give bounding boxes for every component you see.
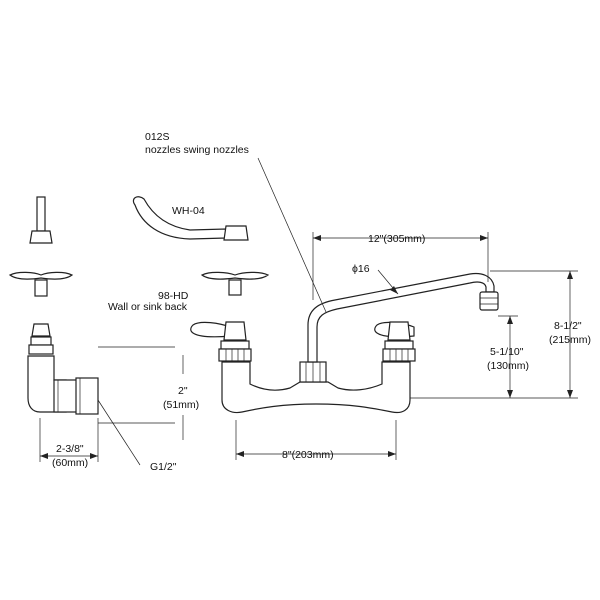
nozzle-desc-label: nozzles swing nozzles — [145, 144, 249, 156]
nozzle-code-label: 012S — [145, 131, 170, 143]
spout-diameter-label: ϕ16 — [352, 263, 370, 275]
depth-in-label: 2-3/8" — [56, 443, 84, 455]
wrist-blade-handle-part — [132, 196, 227, 240]
handle-parts — [132, 196, 270, 296]
spout-height-mm-label: (130mm) — [487, 360, 529, 372]
height-in-label: 8-1/2" — [554, 320, 582, 332]
wrist-blade-part — [29, 196, 53, 244]
cross-handle-part — [8, 271, 74, 297]
cross-handle-middle-part — [200, 271, 270, 296]
wrist-handle-label: WH-04 — [172, 205, 205, 217]
handle-code-label: 98-HD — [158, 290, 189, 302]
inlet-mm-label: (51mm) — [163, 399, 199, 411]
centers-label: 8"(203mm) — [282, 449, 334, 461]
depth-mm-label: (60mm) — [52, 457, 88, 469]
left-valve — [218, 321, 252, 362]
faucet-body — [221, 361, 411, 414]
left-lever-handle — [190, 321, 231, 338]
mount-desc-label: Wall or sink back — [108, 301, 188, 313]
faucet-body-side — [27, 355, 99, 415]
faucet-front-view — [190, 157, 578, 460]
nozzle — [479, 291, 499, 311]
spout-reach-label: 12"(305mm) — [368, 233, 425, 245]
inlet-in-label: 2" — [178, 385, 188, 397]
stem-cartridge-part — [28, 323, 54, 355]
dimension-labels: 012S nozzles swing nozzles WH-04 98-HD W… — [52, 131, 591, 473]
height-mm-label: (215mm) — [549, 334, 591, 346]
spout-height-in-label: 5-1/10" — [490, 346, 524, 358]
exploded-side-view — [8, 196, 184, 466]
thread-label: G1/2" — [150, 461, 177, 473]
right-valve — [382, 321, 416, 362]
